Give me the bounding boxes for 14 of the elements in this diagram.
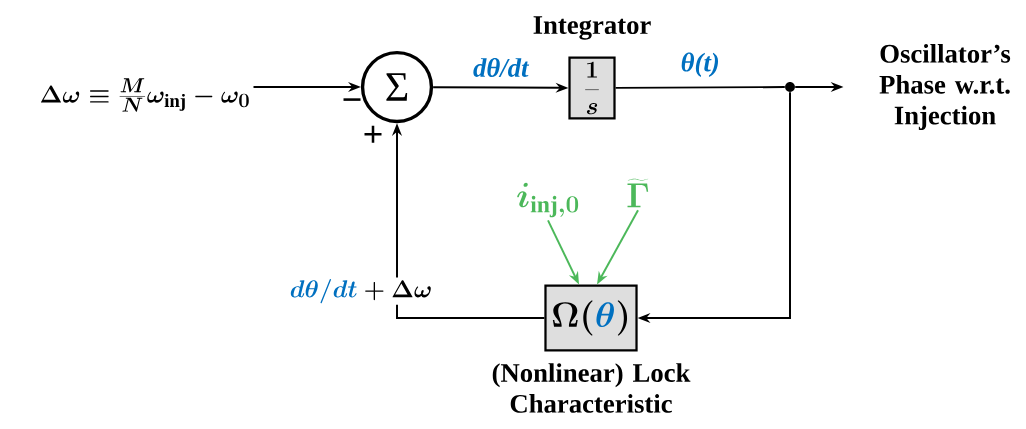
summing-junction: Σ: [360, 50, 434, 124]
output-label: Oscillator’s Phase w.r.t. Injection: [879, 44, 1011, 131]
block-box: $\Omega({\color[HTML]{0070C0}\theta})$: [544, 284, 638, 352]
edge-label: ${\color[HTML]{0070C0}d\theta/dt}+\Delta\omega$: [288, 277, 434, 305]
edge-label: θ(t): [681, 52, 719, 77]
block-title: (Nonlinear) Lock Characteristic: [492, 363, 691, 413]
parameter-label: $i_{\mathrm{inj},0}$: [517, 182, 579, 218]
edge-label: dθ/dt: [473, 58, 530, 77]
parameter-label: $\widetilde{\Gamma}$: [627, 178, 649, 208]
sign-label: +: [364, 125, 382, 143]
input-formula: $\Delta\omega \equiv \frac{M}{N}\omega_{\mathrm{inj}} - \omega_{0}$: [40, 78, 249, 112]
block-box: $\frac{1}{s}$: [568, 56, 616, 120]
block-title: Integrator: [533, 16, 651, 40]
sign-label: −: [343, 98, 361, 101]
